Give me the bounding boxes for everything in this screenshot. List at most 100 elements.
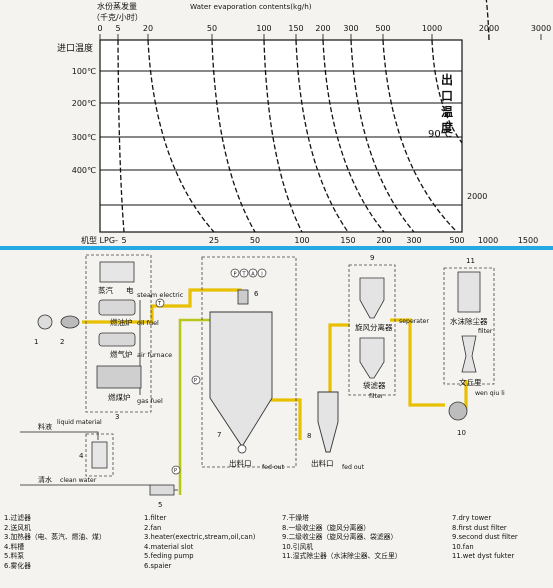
outlet-duct-1	[270, 398, 302, 440]
top-tick-label: 5	[115, 24, 120, 33]
first-cyclone-icon	[317, 391, 339, 453]
label-10: 10	[457, 429, 466, 437]
model-prefix: 机型 LPG-	[81, 235, 118, 245]
y-tick-label: 400℃	[72, 166, 96, 175]
steam-electric: steam electric	[137, 291, 184, 299]
evaporation-chart: Water evaporation contents(kg/h) 水份蒸发量 （…	[0, 0, 553, 250]
legend-item: 11.wet dyst fukter	[452, 552, 515, 561]
fed-out-2: fed out	[342, 464, 365, 471]
top-tick-label: 50	[207, 24, 217, 33]
instrument-p-mid-label: P	[194, 378, 197, 384]
foam-dust-cn: 水沫除尘器	[450, 316, 488, 326]
second-cyclone-icon	[359, 277, 385, 319]
top-tick-label: 0	[97, 24, 102, 33]
steam-cn: 蒸汽	[98, 285, 113, 295]
instrument-label: T	[241, 272, 246, 278]
instrument-circle	[239, 268, 249, 278]
legend-item: 1.filter	[144, 514, 167, 522]
top-tick-label: 300	[343, 24, 358, 33]
label-9: 9	[370, 254, 374, 262]
dryer-tower-frame	[201, 256, 297, 468]
model-tick-label: 150	[340, 236, 355, 245]
legend-item: 4.料槽	[4, 542, 25, 551]
legend-item: 10.fan	[452, 542, 474, 551]
legend-item: 2.送风机	[4, 523, 31, 532]
hot-air-pipes	[82, 288, 468, 440]
model-tick-label: 100	[294, 236, 309, 245]
y-tick-label: 200℃	[72, 99, 96, 108]
blower-fan-icon	[60, 315, 80, 329]
legend-item: 3.加热器（电、蒸汽、燃油、煤）	[4, 533, 106, 542]
label-11: 11	[466, 257, 475, 265]
y-tick-label: 300℃	[72, 133, 96, 142]
top-axis-title: Water evaporation contents(kg/h)	[190, 2, 312, 11]
separator-label: seperater	[399, 318, 429, 325]
top-tick-label: 200	[315, 24, 330, 33]
process-flow-diagram: 1 2 蒸汽 电 steam electric 燃油炉 oil fuel 燃气炉…	[20, 254, 505, 509]
model-tick-label: 300	[406, 236, 421, 245]
material-tank-frame	[85, 433, 114, 477]
discharge-valve-icon	[237, 444, 247, 454]
evaporation-curve	[485, 0, 490, 41]
outlet-temp-char: 口	[441, 89, 453, 103]
filter-3: filter	[478, 328, 493, 335]
liquid-cn: 料液	[38, 422, 52, 431]
evaporation-curve	[431, 39, 463, 144]
legend-item: 5.料泵	[4, 552, 25, 561]
top-tick-label: 500	[375, 24, 390, 33]
oil-heater-cn: 燃油炉	[110, 317, 133, 327]
coal-heater-cn: 燃煤炉	[108, 392, 131, 402]
outlet-temp-char: 温	[441, 105, 453, 119]
legend-item: 3.heater(exectric,stream,oil,can)	[144, 533, 256, 542]
air-filter-icon	[37, 314, 53, 330]
foam-scrubber-icon	[457, 271, 481, 313]
instrument-t-mid-label: T	[157, 301, 162, 307]
top-tick-marks	[99, 34, 542, 40]
top-tick-label: 3000	[531, 24, 551, 33]
instrument-label: P	[233, 272, 236, 278]
model-tick-label: 1500	[518, 236, 538, 245]
discharge-cn-1: 出料口	[229, 458, 252, 468]
instrument-circle	[230, 268, 240, 278]
legend-col3: 7.干燥塔 8.一级收尘器（旋风分离器） 9.二级收尘器（旋风分离器、袋滤器） …	[282, 514, 402, 562]
inlet-temp-label: 进口温度	[57, 42, 93, 54]
evaporation-curve	[382, 39, 458, 233]
dryer-tower-icon	[209, 311, 273, 446]
outlet-temp-char: 出	[441, 72, 453, 87]
cyclone-cn: 旋风分离器	[355, 322, 393, 332]
label-7: 7	[217, 431, 221, 439]
legend-col1: 1.过滤器 2.送风机 3.加热器（电、蒸汽、燃油、煤） 4.料槽 5.料泵 6…	[4, 514, 106, 572]
horizontal-grid	[100, 70, 462, 206]
oil-heater-icon	[98, 299, 136, 316]
model-tick-label: 500	[449, 236, 464, 245]
evaporation-curve	[322, 39, 385, 233]
legend-item: 9.二级收尘器（旋风分离器、袋滤器）	[282, 533, 398, 542]
legend-col4: 7.dry tower 8.first dust filter 9.second…	[452, 514, 518, 562]
cn-title-line2: （千克/小时）	[92, 12, 143, 22]
legend: 1.过滤器 2.送风机 3.加热器（电、蒸汽、燃油、煤） 4.料槽 5.料泵 6…	[0, 510, 553, 588]
top-tick-label: 1000	[422, 24, 442, 33]
label-6: 6	[254, 290, 259, 298]
oil-fuel: oil fuel	[137, 319, 159, 327]
legend-item: 1.过滤器	[4, 514, 31, 522]
discharge-cn-2: 出料口	[311, 458, 334, 468]
legend-item: 6.雾化器	[4, 561, 31, 570]
label-2: 2	[60, 338, 64, 346]
water-cn: 清水	[38, 475, 52, 484]
chart-plot-area	[99, 39, 463, 233]
instrument-p-lower	[171, 465, 181, 475]
instrument-label: A	[251, 272, 255, 278]
electric-cn: 电	[126, 285, 134, 295]
outlet-duct-3	[390, 318, 445, 407]
legend-item: 10.引风机	[282, 542, 314, 551]
clean-water: clean water	[60, 477, 97, 484]
atomizer-icon	[237, 289, 249, 305]
legend-item: 6.spaier	[144, 561, 172, 570]
gas-heater-cn: 燃气炉	[110, 349, 133, 359]
outlet-temp-char: 度	[441, 120, 454, 135]
label-8: 8	[307, 432, 311, 440]
model-tick-label: 50	[250, 236, 260, 245]
gas-heater-icon	[98, 332, 136, 347]
